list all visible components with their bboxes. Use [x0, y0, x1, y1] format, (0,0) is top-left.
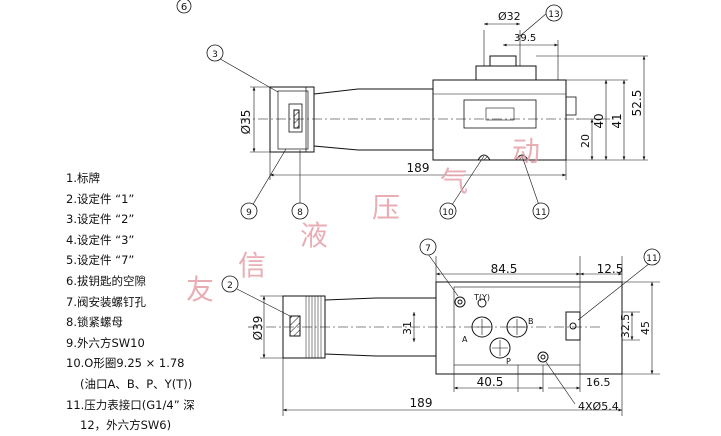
- dim-holes: 4XØ5.4: [578, 400, 619, 413]
- watermark-char: 信: [238, 249, 267, 282]
- legend-item: 5.设定件 “7”: [66, 253, 135, 268]
- port-ty: [477, 298, 487, 308]
- legend-item: (油口A、B、P、Y(T)): [80, 376, 193, 391]
- gauge-port: [475, 65, 537, 81]
- port-label-b: B: [528, 317, 534, 326]
- svg-text:10: 10: [442, 208, 454, 218]
- svg-text:11: 11: [646, 254, 657, 264]
- dim-31: 31: [401, 321, 414, 335]
- legend-item: 10.O形圈9.25 × 1.78: [66, 356, 185, 371]
- callout-13: 13: [545, 4, 563, 22]
- watermark-char: 动: [512, 135, 541, 168]
- top-dimensions: [214, 12, 648, 212]
- watermark-char: 液: [300, 219, 329, 252]
- legend-item: 3.设定件 “2”: [66, 212, 135, 227]
- mount-hole: [537, 351, 549, 363]
- callout-8: 8: [291, 202, 309, 220]
- legend-item: 2.设定件 “1”: [66, 191, 135, 206]
- dim-39-5: 39.5: [514, 33, 536, 44]
- top-view: [240, 55, 580, 161]
- port-a: [471, 316, 493, 338]
- callout-9: 9: [240, 202, 258, 220]
- port-label-a: A: [462, 335, 468, 344]
- dim-84-5: 84.5: [491, 262, 518, 276]
- dim-189-top: 189: [407, 161, 430, 175]
- port-labels: T(Y) A B P: [462, 293, 534, 366]
- callout-11-bottom: 11: [643, 248, 661, 266]
- port-label-p: P: [506, 357, 511, 366]
- bottom-view: [248, 281, 623, 375]
- valve-body-bottom: [435, 281, 623, 375]
- watermark-char: 压: [372, 191, 401, 224]
- legend-item: 12，外六方SW6): [80, 418, 172, 433]
- watermark-char: 友: [186, 273, 215, 306]
- callout-7: 7: [419, 238, 437, 256]
- svg-text:8: 8: [297, 208, 303, 218]
- callout-10: 10: [439, 202, 457, 220]
- legend-item: 9.外六方SW10: [66, 335, 145, 350]
- dim-41: 41: [610, 113, 624, 128]
- legend-item: 11.压力表接口(G1/4” 深: [66, 397, 195, 412]
- bottom-dim-labels: 84.5 12.5 Ø39 31 32.5 45 40.5 16.5 189 4…: [251, 262, 652, 413]
- port-p: [489, 337, 511, 359]
- watermark-char: 气: [440, 165, 469, 198]
- svg-text:7: 7: [425, 244, 431, 254]
- legend-item: 7.阀安装螺钉孔: [66, 294, 146, 309]
- adjust-cap: [269, 86, 315, 153]
- port-b: [506, 316, 528, 338]
- svg-text:2: 2: [227, 281, 233, 291]
- legend-item: 1.标牌: [66, 171, 100, 185]
- valve-tube: [313, 88, 434, 151]
- legend-item: 8.锁紧螺母: [66, 315, 123, 330]
- gauge-port-bottom: [565, 311, 581, 341]
- legend-item: 4.设定件 “3”: [66, 232, 135, 247]
- dim-12-5: 12.5: [597, 262, 624, 276]
- svg-text:9: 9: [246, 208, 252, 218]
- figure-number-badge: 6: [176, 0, 192, 14]
- dim-phi32: Ø32: [498, 10, 521, 23]
- bottom-dimensions: [236, 253, 660, 416]
- dim-189-bottom: 189: [410, 396, 433, 410]
- dim-52-5: 52.5: [630, 90, 644, 117]
- figure-number: 6: [181, 2, 187, 13]
- port-label-ty: T(Y): [473, 293, 490, 302]
- dim-16-5: 16.5: [586, 376, 611, 389]
- callout-11-top: 11: [532, 202, 550, 220]
- svg-text:13: 13: [548, 10, 559, 20]
- dim-32-5: 32.5: [619, 314, 632, 339]
- dim-phi35: Ø35: [239, 110, 253, 135]
- parts-legend: 1.标牌 2.设定件 “1” 3.设定件 “2” 4.设定件 “3” 5.设定件…: [66, 168, 195, 436]
- callout-2: 2: [221, 275, 239, 293]
- mount-hole: [454, 296, 466, 308]
- dim-45: 45: [639, 321, 652, 335]
- dim-40-5: 40.5: [477, 375, 504, 389]
- legend-item: 6.拔钥匙的空隙: [66, 273, 146, 288]
- dim-20: 20: [579, 134, 592, 148]
- callout-3: 3: [206, 44, 224, 62]
- dim-phi39: Ø39: [251, 316, 265, 341]
- svg-text:11: 11: [535, 208, 546, 218]
- dim-40: 40: [592, 113, 606, 128]
- svg-text:3: 3: [212, 50, 218, 60]
- top-dim-labels: Ø32 39.5 Ø35 189 20 40 41 52.5: [239, 10, 644, 175]
